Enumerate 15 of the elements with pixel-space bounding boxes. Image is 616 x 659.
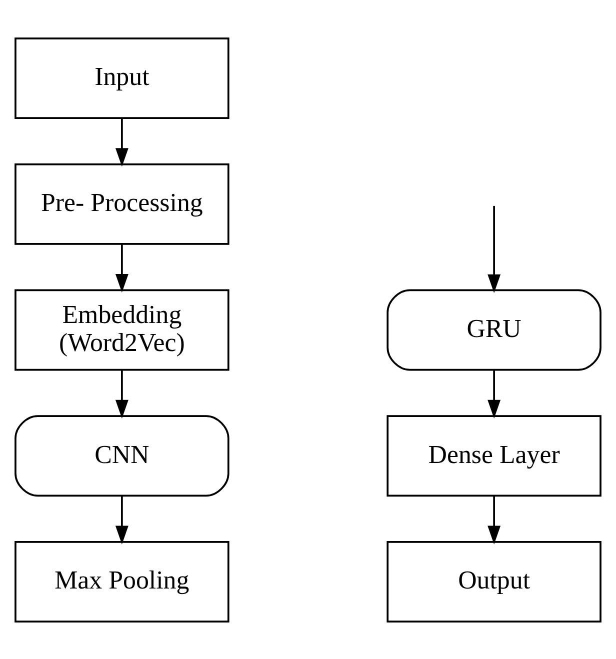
arrow xyxy=(488,369,501,418)
arrow xyxy=(115,369,128,418)
node-box: CNN xyxy=(14,414,230,496)
node-box: Embedding (Word2Vec) xyxy=(14,288,230,370)
arrow xyxy=(488,495,501,544)
arrow xyxy=(115,495,128,544)
arrow xyxy=(115,118,128,166)
arrow xyxy=(115,243,128,292)
node-box: Dense Layer xyxy=(386,414,602,496)
arrow xyxy=(488,205,501,292)
node-box: Output xyxy=(386,540,602,622)
node-box: Pre- Processing xyxy=(14,162,230,244)
node-box: Input xyxy=(14,36,230,118)
node-box: GRU xyxy=(386,288,602,370)
node-box: Max Pooling xyxy=(14,540,230,622)
